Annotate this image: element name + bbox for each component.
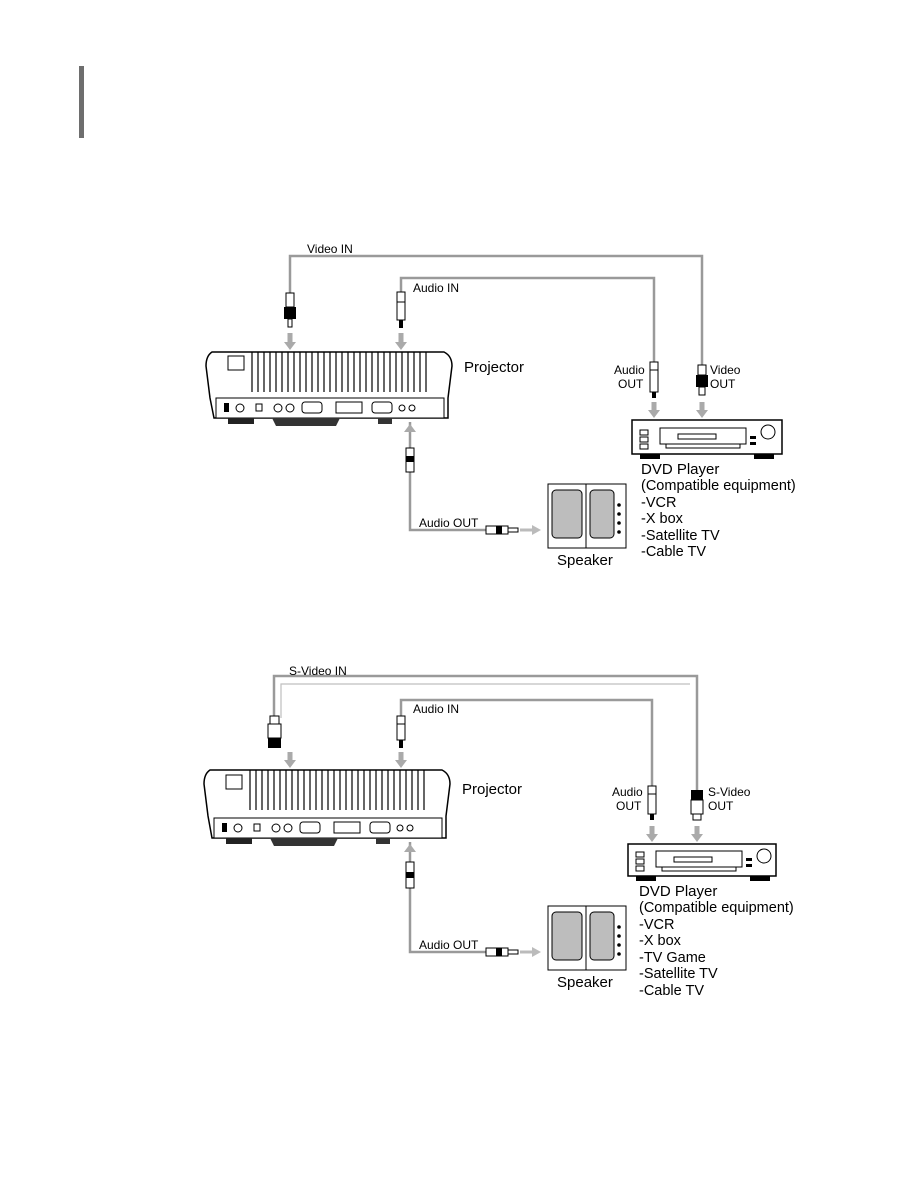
svideo-out-line1: S-Video xyxy=(708,785,751,799)
svideo-in-label: S-Video IN xyxy=(289,664,347,678)
compatible-equipment-list-2: (Compatible equipment) -VCR -X box -TV G… xyxy=(639,900,794,1000)
audio-out-plug-icon xyxy=(405,447,519,535)
device-title-2: DVD Player xyxy=(639,883,718,900)
svideo-out-plug-icon xyxy=(690,790,704,821)
svideo-out-label: S-Video OUT xyxy=(708,785,750,813)
list-item: (Compatible equipment) xyxy=(639,900,794,916)
list-item: -Satellite TV xyxy=(641,527,720,544)
projector-label-2: Projector xyxy=(462,781,523,798)
projector-icon xyxy=(205,351,453,426)
audio-out-dvd-plug-icon-2 xyxy=(647,785,657,820)
speaker-icon xyxy=(547,483,627,549)
audio-in-cable-2 xyxy=(399,698,654,788)
audio-in-label: Audio IN xyxy=(413,281,460,295)
dvd-player-icon xyxy=(631,419,783,459)
video-in-plug-icon xyxy=(284,292,296,328)
list-item: -Cable TV xyxy=(639,982,705,999)
list-item: -X box xyxy=(641,511,683,528)
video-out-line1: Video xyxy=(710,363,741,377)
speaker-label-2: Speaker xyxy=(557,974,613,991)
list-item: -Cable TV xyxy=(641,544,707,561)
diagram-1-artwork xyxy=(205,254,783,549)
audio-out-dvd-label: Audio OUT xyxy=(614,363,645,391)
video-cable xyxy=(288,254,704,365)
dvd-player-icon-2 xyxy=(627,843,777,881)
svideo-out-line2: OUT xyxy=(708,799,734,813)
speaker-icon-2 xyxy=(547,905,627,971)
audio-in-label-2: Audio IN xyxy=(413,702,460,716)
connection-diagram-video: Video IN Audio IN Projector Audio OUT Vi… xyxy=(205,242,796,569)
list-item: -VCR xyxy=(641,494,677,511)
list-item: -Satellite TV xyxy=(639,966,718,983)
list-item: -TV Game xyxy=(639,949,706,966)
audio-out-dvd-label-2: Audio OUT xyxy=(612,785,643,813)
audio-out-dvd-line2: OUT xyxy=(616,799,642,813)
projector-label: Projector xyxy=(464,359,525,376)
device-title: DVD Player xyxy=(641,461,720,478)
video-out-label: Video OUT xyxy=(710,363,740,391)
svideo-cable xyxy=(272,674,699,790)
projector-icon-2 xyxy=(203,769,451,846)
audio-out-label: Audio OUT xyxy=(419,516,479,530)
list-item: -VCR xyxy=(639,916,675,933)
audio-out-label-2: Audio OUT xyxy=(419,938,479,952)
video-out-plug-icon xyxy=(696,364,708,396)
audio-in-plug-icon-2 xyxy=(396,715,406,748)
video-out-line2: OUT xyxy=(710,377,736,391)
list-item: (Compatible equipment) xyxy=(641,478,796,494)
audio-in-plug-icon xyxy=(396,291,406,328)
list-item: -X box xyxy=(639,933,681,950)
audio-out-dvd-line2: OUT xyxy=(618,377,644,391)
audio-out-cable-2 xyxy=(408,842,488,954)
svideo-in-plug-icon xyxy=(267,715,282,748)
video-in-label: Video IN xyxy=(307,242,353,256)
compatible-equipment-list: (Compatible equipment) -VCR -X box -Sate… xyxy=(641,478,796,561)
speaker-label: Speaker xyxy=(557,552,613,569)
margin-bar xyxy=(79,66,84,138)
audio-in-cable xyxy=(399,276,656,362)
audio-out-dvd-plug-icon xyxy=(649,361,659,398)
audio-out-plug-icon-2 xyxy=(405,861,519,957)
audio-out-dvd-line1: Audio xyxy=(614,363,645,377)
audio-out-dvd-line1: Audio xyxy=(612,785,643,799)
